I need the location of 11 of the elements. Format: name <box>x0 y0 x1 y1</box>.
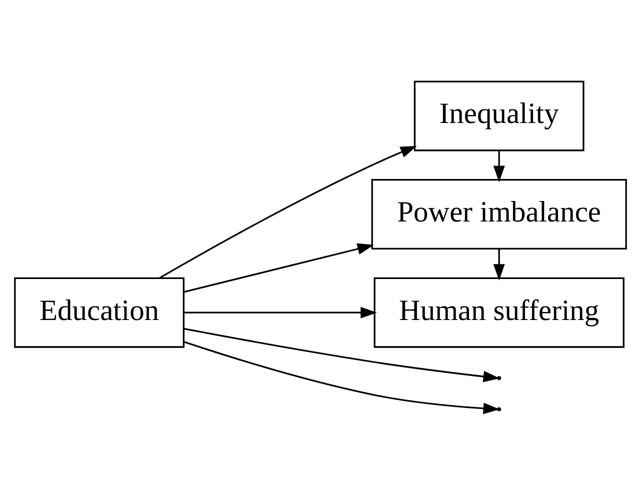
node-box: Inequality <box>414 80 584 151</box>
arrow <box>493 150 505 182</box>
arrow <box>184 242 374 292</box>
arrow <box>184 327 500 382</box>
node-box: Education <box>14 276 184 348</box>
node-box: Power imbalance <box>371 178 627 249</box>
arrow <box>159 145 417 278</box>
arrow <box>493 248 505 280</box>
arrow <box>184 306 378 318</box>
arrow <box>184 340 500 414</box>
node-box: Human suffering <box>374 276 624 348</box>
